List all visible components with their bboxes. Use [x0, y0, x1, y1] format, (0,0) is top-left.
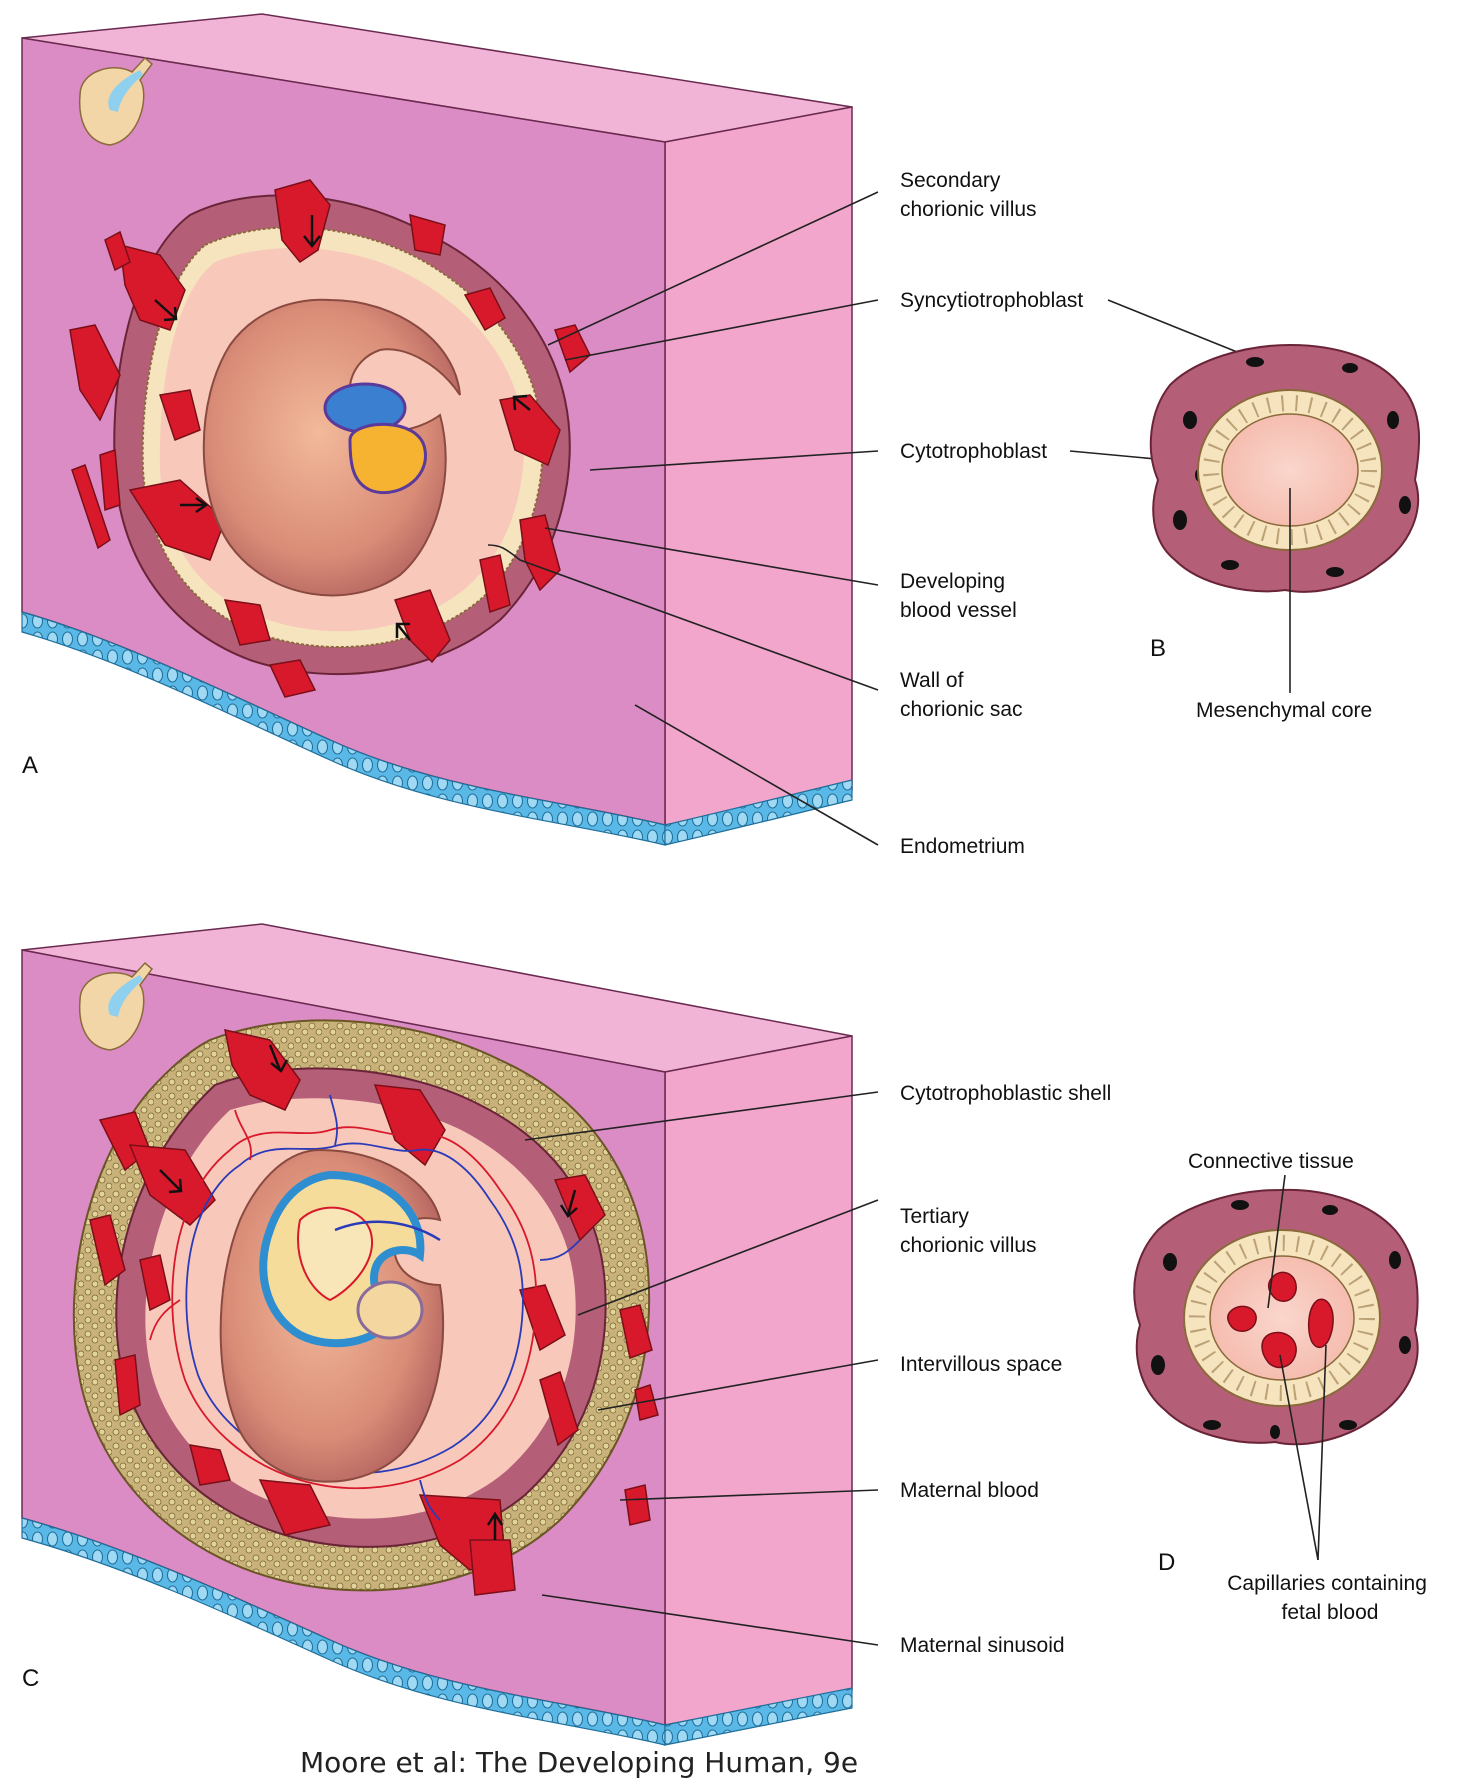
- maternal-blood-c: [89, 1029, 659, 1596]
- cytotrophoblast-cells-d: [1189, 1235, 1375, 1401]
- label-secondary-villus: Secondary chorionic villus: [900, 169, 1037, 221]
- blood-flow-arrows-a: [154, 215, 531, 641]
- leader-capillaries-b: [1317, 1344, 1327, 1561]
- connecting-stalk-vessels-c: [334, 1220, 441, 1242]
- leader-sac-wall: [487, 544, 879, 691]
- leader-tertiary-villus: [577, 1199, 879, 1316]
- embryo-body-c: [297, 1206, 373, 1302]
- panel-c-letter: C: [22, 1665, 39, 1692]
- side-epithelium-c: [664, 1687, 853, 1746]
- label-sac-wall: Wall of chorionic sac: [900, 669, 1023, 721]
- uterine-gland-lumen-c: [108, 975, 143, 1017]
- side-epithelium: [664, 779, 853, 846]
- leader-syncytiotrophoblast: [564, 299, 879, 361]
- leader-maternal-blood: [619, 1489, 879, 1501]
- maternal-blood-a: [69, 179, 591, 698]
- label-blood-vessel: Developing blood vessel: [900, 570, 1017, 622]
- blood-flow-arrows-c: [159, 1044, 578, 1540]
- leader-cytotrophoblast: [589, 450, 879, 471]
- label-mesenchymal-core: Mesenchymal core: [1196, 699, 1372, 722]
- panel-c-labels: Cytotrophoblastic shell Tertiary chorion…: [900, 1082, 1111, 1657]
- label-connective-tissue: Connective tissue: [1188, 1150, 1354, 1173]
- panel-b-diagram: B Mesenchymal core: [1149, 343, 1421, 722]
- cytotrophoblast-cells-b: [1203, 395, 1377, 545]
- panel-a-letter: A: [22, 752, 38, 779]
- villous-capillaries: [149, 1094, 581, 1526]
- panel-d-letter: D: [1158, 1549, 1175, 1576]
- leader-maternal-sinusoid: [541, 1594, 879, 1646]
- chorionic-cavity-a: [202, 298, 461, 597]
- label-syncytiotrophoblast: Syncytiotrophoblast: [900, 289, 1083, 312]
- leader-endometrium: [634, 704, 879, 846]
- yolk-sac-c: [356, 1280, 424, 1340]
- panel-b-letter: B: [1150, 635, 1166, 662]
- label-cytotrophoblast: Cytotrophoblast: [900, 440, 1047, 463]
- yolk-sac-a: [348, 422, 427, 495]
- panel-a-diagram: A: [21, 13, 853, 846]
- uterine-gland-lumen: [108, 70, 143, 112]
- leader-blood-vessel: [544, 527, 879, 586]
- panel-d-diagram: Connective tissue D Capillaries containi…: [1133, 1150, 1432, 1624]
- leader-connective-tissue: [1267, 1174, 1286, 1309]
- label-maternal-sinusoid: Maternal sinusoid: [900, 1634, 1065, 1657]
- leader-intervillous-space: [597, 1359, 879, 1411]
- label-tertiary-villus: Tertiary chorionic villus: [900, 1205, 1037, 1257]
- fetal-capillaries-d: [1227, 1271, 1334, 1369]
- panel-c-leaders: [524, 1091, 879, 1646]
- label-maternal-blood: Maternal blood: [900, 1479, 1039, 1502]
- label-shell: Cytotrophoblastic shell: [900, 1082, 1111, 1105]
- label-capillaries: Capillaries containing fetal blood: [1227, 1572, 1432, 1624]
- leader-shell: [524, 1091, 879, 1141]
- endometrium-side-face: [664, 106, 853, 826]
- leader-capillaries-a: [1279, 1354, 1319, 1561]
- endometrium-side-face-c: [664, 1035, 853, 1726]
- syncytio-nuclei-d: [1151, 1200, 1411, 1439]
- panel-a-labels: Secondary chorionic villus Syncytiotroph…: [900, 169, 1083, 858]
- label-endometrium: Endometrium: [900, 835, 1025, 858]
- label-intervillous-space: Intervillous space: [900, 1353, 1062, 1376]
- panel-c-diagram: C: [21, 923, 853, 1746]
- source-credit: Moore et al: The Developing Human, 9e: [300, 1746, 858, 1779]
- leader-secondary-villus: [547, 191, 879, 346]
- connective-tissue-d: [1209, 1255, 1355, 1381]
